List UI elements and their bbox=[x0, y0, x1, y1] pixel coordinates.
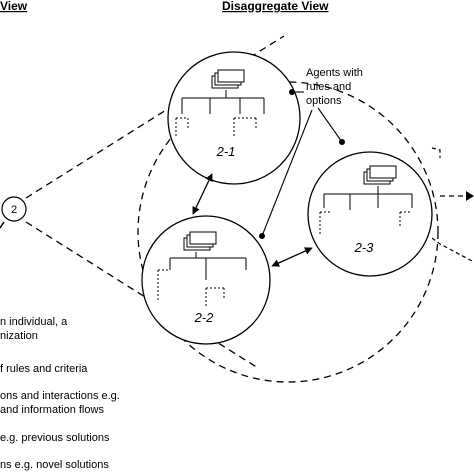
computer-icon bbox=[363, 165, 397, 185]
leader-line-2-2 bbox=[261, 109, 313, 237]
hierarchy-tree bbox=[319, 186, 413, 236]
legend-line-6: e.g. previous solutions bbox=[0, 432, 110, 444]
computer-icon bbox=[211, 69, 245, 89]
agent-2-2: 2-2 bbox=[141, 215, 271, 345]
aggregate-node-pointer bbox=[0, 221, 5, 229]
legend-line-4: ons and interactions e.g. bbox=[0, 390, 120, 402]
disaggregate-view-heading: Disaggregate View bbox=[222, 0, 329, 13]
right-bracket-top bbox=[431, 147, 441, 158]
legend-line-2: nization bbox=[0, 330, 38, 342]
computer-icon bbox=[183, 231, 217, 251]
aggregate-node bbox=[1, 196, 27, 222]
right-bracket-bottom bbox=[431, 237, 474, 263]
leader-dot-2-2 bbox=[259, 233, 265, 239]
agent-2-1: 2-1 bbox=[167, 51, 301, 185]
legend-line-7: ns e.g. novel solutions bbox=[0, 459, 109, 471]
hierarchy-tree bbox=[175, 90, 265, 138]
agent-2-3-circle bbox=[307, 151, 433, 277]
annotation-line-3: options bbox=[306, 95, 342, 107]
hierarchy-tree bbox=[157, 252, 247, 306]
leader-dot-2-1 bbox=[289, 89, 295, 95]
leader-line-2-3 bbox=[317, 107, 343, 143]
agent-2-2-label: 2-2 bbox=[194, 310, 215, 325]
agent-2-1-label: 2-1 bbox=[216, 144, 236, 159]
disaggregate-boundary-circle bbox=[137, 81, 439, 383]
interaction-arrow-2-2-2-3 bbox=[271, 247, 313, 267]
aggregate-node-label: 2 bbox=[11, 204, 17, 216]
agent-2-3-label: 2-3 bbox=[354, 240, 375, 255]
aggregate-view-heading: View bbox=[0, 0, 28, 13]
legend-line-5: and information flows bbox=[0, 404, 104, 416]
leader-dot-2-3 bbox=[339, 139, 345, 145]
agent-2-3: 2-3 bbox=[307, 151, 433, 277]
legend-line-3: f rules and criteria bbox=[0, 363, 88, 375]
annotation-line-1: Agents with bbox=[306, 67, 363, 79]
right-arrowhead bbox=[466, 191, 474, 201]
legend-line-1: n individual, a bbox=[0, 316, 68, 328]
annotation-line-2: rules and bbox=[306, 81, 351, 93]
projection-line-bottom bbox=[25, 221, 259, 369]
interaction-arrow-2-1-2-2 bbox=[192, 173, 213, 215]
